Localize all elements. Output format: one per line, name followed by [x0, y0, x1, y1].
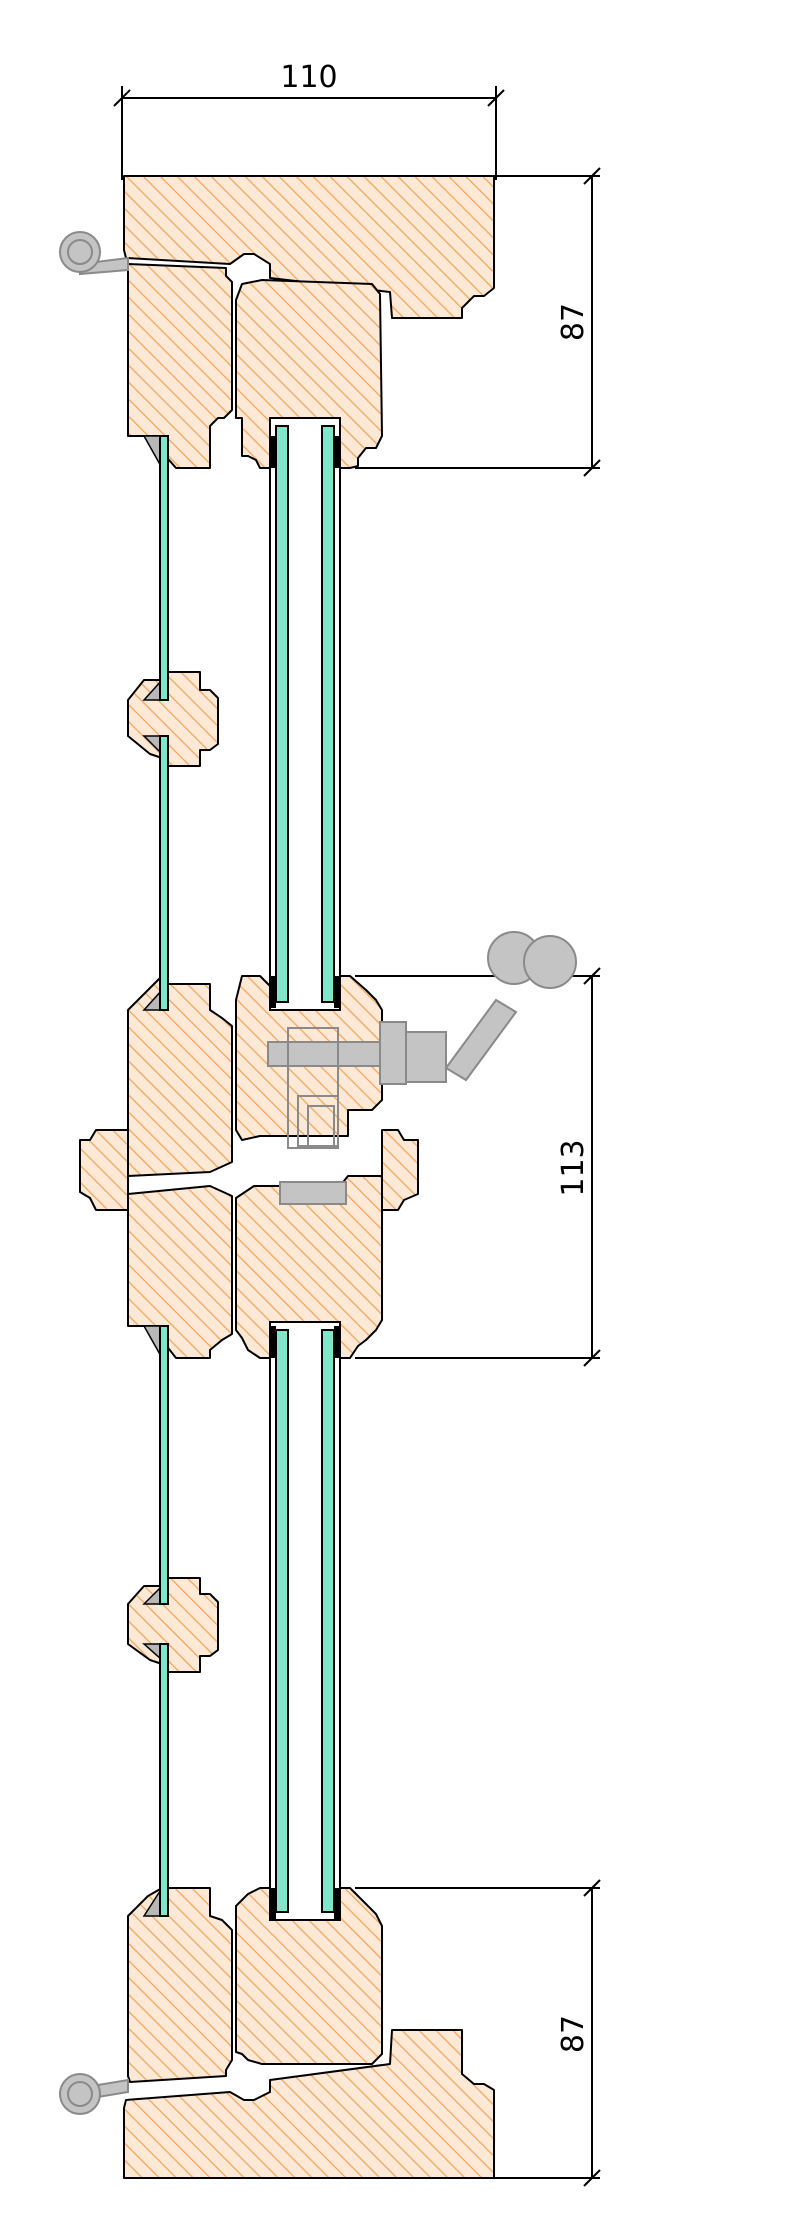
- bottom-height-dimension: 87: [355, 1879, 601, 2187]
- upper-glazing-bar: [127, 671, 219, 767]
- bottom-hinge-pin: [59, 2073, 129, 2115]
- top-hinge-pin: [59, 231, 129, 276]
- bottom-height-label: 87: [556, 2015, 591, 2053]
- top-inner-sash: [235, 279, 383, 469]
- middle-transom: [79, 975, 419, 1361]
- bottom-frame-sill: [123, 2029, 495, 2179]
- lower-insulated-glazing: [269, 1321, 341, 1921]
- top-outer-sash: [127, 263, 233, 471]
- top-width-dimension: 110: [113, 60, 505, 180]
- top-height-label: 87: [556, 303, 591, 341]
- top-width-label: 110: [280, 60, 337, 95]
- middle-height-label: 113: [556, 1139, 591, 1196]
- upper-insulated-glazing: [269, 417, 341, 1011]
- espagnolette-handle: [267, 931, 577, 1205]
- lower-glazing-bar: [127, 1577, 219, 1673]
- top-frame-head: [123, 175, 495, 319]
- bottom-outer-sash: [127, 1885, 233, 2083]
- bottom-inner-sash: [235, 1887, 383, 2065]
- top-height-dimension: 87: [355, 167, 601, 477]
- outer-single-glazing: [159, 435, 169, 1917]
